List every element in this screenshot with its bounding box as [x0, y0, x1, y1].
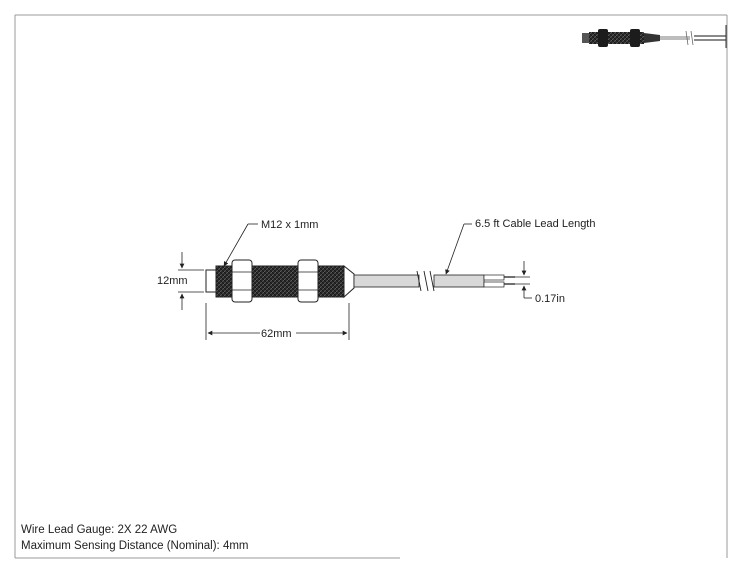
- sheet-border: [14, 14, 728, 559]
- note-wire-gauge: Wire Lead Gauge: 2X 22 AWG: [21, 524, 178, 536]
- dim-wire-spacing: [512, 261, 532, 299]
- sensor-drawing: [205, 259, 515, 303]
- leader-cable: [445, 223, 472, 275]
- sensor-thumbnail: [582, 25, 727, 48]
- notes-block: Wire Lead Gauge: 2X 22 AWG Maximum Sensi…: [21, 522, 249, 554]
- label-body-length: 62mm: [261, 328, 292, 340]
- leader-thread: [223, 223, 258, 267]
- label-cable-length: 6.5 ft Cable Lead Length: [475, 218, 595, 230]
- label-thread: M12 x 1mm: [261, 219, 318, 231]
- label-wire-spacing: 0.17in: [535, 293, 565, 305]
- note-sensing-distance: Maximum Sensing Distance (Nominal): 4mm: [21, 540, 249, 552]
- dim-body-length: [205, 303, 350, 340]
- dim-diameter: [178, 252, 204, 310]
- label-diameter: 12mm: [157, 275, 188, 287]
